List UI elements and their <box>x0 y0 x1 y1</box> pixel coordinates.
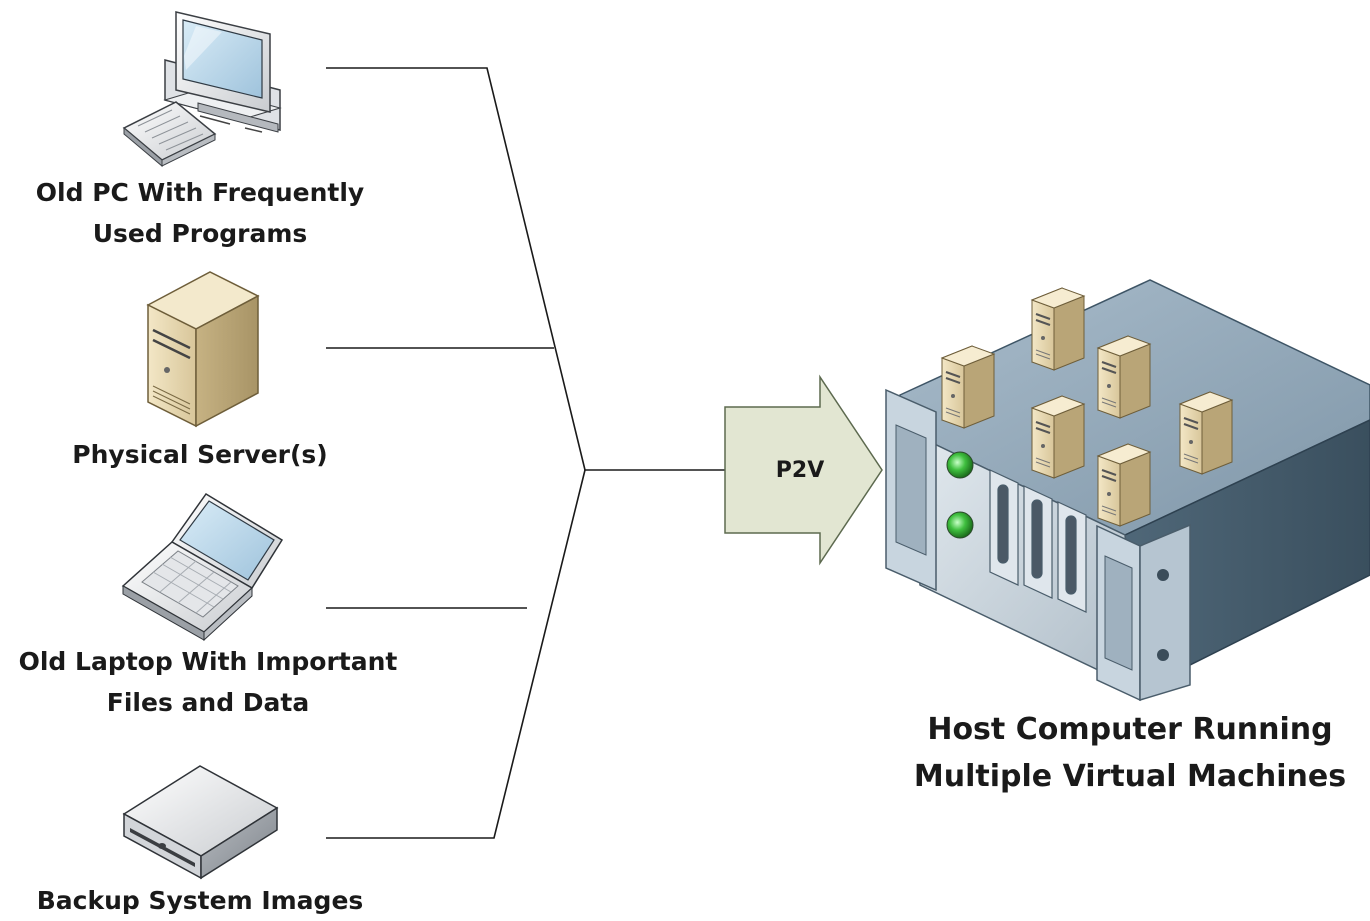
connector-lines <box>326 67 727 839</box>
vm-server-icon <box>1031 395 1085 479</box>
source-label-backup-images: Backup System Images <box>0 880 400 921</box>
connector-line-pc <box>326 67 586 471</box>
vm-server-icon <box>1179 391 1233 475</box>
host-label: Host Computer Running Multiple Virtual M… <box>900 706 1360 800</box>
source-label-line: Old PC With Frequently <box>35 178 365 207</box>
p2v-label: P2V <box>775 458 825 483</box>
tower-server-icon <box>146 271 260 428</box>
source-label-line: Physical Server(s) <box>72 440 328 469</box>
vm-server-icon <box>1097 443 1151 527</box>
connector-line-backup <box>326 469 586 839</box>
source-label-physical-server: Physical Server(s) <box>0 434 400 475</box>
source-label-line: Files and Data <box>106 688 310 717</box>
vm-server-icon <box>1031 287 1085 371</box>
source-label-old-laptop: Old Laptop With Important Files and Data <box>0 641 416 723</box>
vm-server-icon <box>1097 335 1151 419</box>
host-label-line: Multiple Virtual Machines <box>913 759 1347 794</box>
p2v-arrow <box>724 374 883 566</box>
source-label-old-pc: Old PC With Frequently Used Programs <box>0 172 400 254</box>
laptop-icon <box>121 492 284 642</box>
desktop-pc-icon <box>122 11 282 168</box>
source-label-line: Used Programs <box>92 219 308 248</box>
rack-server-with-vms-icon <box>885 279 1370 702</box>
source-label-line: Old Laptop With Important <box>18 647 398 676</box>
source-label-line: Backup System Images <box>36 886 364 915</box>
host-label-line: Host Computer Running <box>927 712 1333 747</box>
vm-server-icon <box>941 345 995 429</box>
backup-drive-icon <box>122 765 279 880</box>
